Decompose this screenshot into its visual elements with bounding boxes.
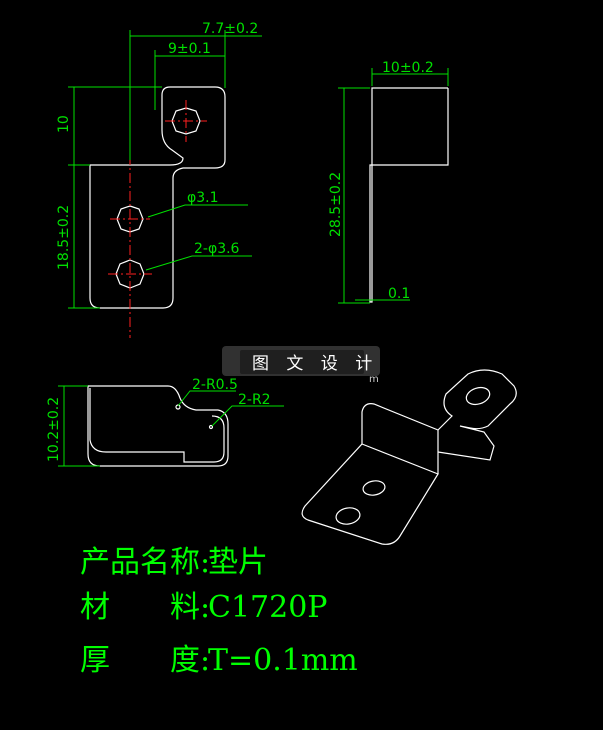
dim-side-thickness: 0.1 bbox=[388, 286, 410, 302]
watermark-text: 图 文 设 计 bbox=[252, 354, 378, 374]
front-dimension-lines bbox=[68, 30, 262, 309]
watermark-suffix: m bbox=[369, 374, 379, 385]
bottom-view bbox=[87, 385, 229, 467]
product-name-value: 垫片 bbox=[208, 545, 268, 580]
material-value: C1720P bbox=[208, 590, 328, 625]
side-view bbox=[369, 87, 449, 303]
bottom-view-inner bbox=[89, 388, 225, 463]
dim-radius-large: 2-R2 bbox=[238, 392, 271, 408]
product-name-label: 产品名称: bbox=[80, 545, 210, 580]
iso-tab-hole bbox=[465, 386, 491, 406]
dim-side-width: 10±0.2 bbox=[382, 60, 434, 76]
dim-side-height: 28.5±0.2 bbox=[328, 172, 344, 237]
dim-height-body: 18.5±0.2 bbox=[56, 205, 72, 270]
material-label: 材 料: bbox=[80, 590, 210, 625]
iso-lower-face bbox=[301, 443, 439, 545]
thickness-label: 厚 度: bbox=[80, 643, 210, 678]
bottom-view-outline bbox=[87, 385, 229, 467]
dim-radius-small: 2-R0.5 bbox=[192, 377, 238, 393]
front-centerlines bbox=[108, 100, 207, 338]
isometric-view bbox=[301, 369, 517, 545]
bottom-dimension-lines bbox=[58, 385, 284, 467]
front-view-outline bbox=[89, 86, 226, 309]
tab-hole bbox=[171, 107, 201, 135]
dim-width-hole: 9±0.1 bbox=[168, 41, 211, 57]
iso-hole-1 bbox=[362, 480, 386, 496]
dim-width-top: 7.7±0.2 bbox=[202, 21, 258, 37]
iso-upper-tab bbox=[437, 369, 517, 461]
dim-bottom-height: 10.2±0.2 bbox=[46, 397, 62, 462]
side-view-outline bbox=[369, 87, 449, 303]
watermark: 图 文 设 计 m bbox=[222, 346, 380, 385]
dim-hole-pair: 2-φ3.6 bbox=[194, 241, 240, 257]
iso-riser bbox=[361, 403, 439, 474]
dim-height-tab: 10 bbox=[56, 115, 72, 133]
side-dimension-lines bbox=[338, 68, 449, 304]
thickness-value: T=0.1mm bbox=[208, 643, 358, 678]
dim-hole-small: φ3.1 bbox=[187, 190, 219, 206]
iso-hole-2 bbox=[335, 507, 361, 525]
